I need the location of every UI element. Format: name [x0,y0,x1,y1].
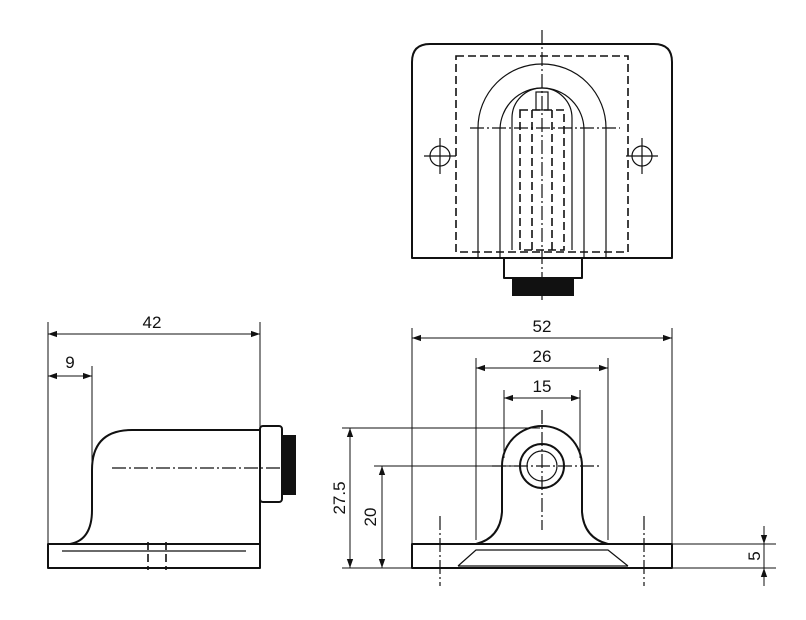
dim-base-width: 52 [533,317,552,336]
top-view-slot [511,87,573,250]
side-view-base [47,543,261,569]
top-view [411,30,673,300]
dim-boss-width: 15 [533,377,552,396]
side-view-bumper-collar [259,425,283,503]
front-view: 52 26 15 27.5 20 5 [330,317,776,586]
dim-center-height: 20 [361,508,380,527]
side-view-body [69,429,261,545]
front-view-boss [475,425,609,545]
dim-overall-height: 27.5 [330,481,349,514]
mounting-hole-left [424,138,456,174]
mounting-hole-right [626,138,658,174]
dim-hole-spacing: 26 [533,347,552,366]
top-view-bumper-collar [503,257,583,279]
dim-side-offset: 9 [65,353,74,372]
front-view-base [411,543,673,569]
side-view-rubber-tip [282,435,296,495]
dim-side-length: 42 [143,313,162,332]
dim-base-thickness: 5 [745,551,764,560]
top-view-rubber-tip [512,278,574,296]
top-view-outline [411,43,673,259]
side-view: 42 9 [47,313,296,570]
